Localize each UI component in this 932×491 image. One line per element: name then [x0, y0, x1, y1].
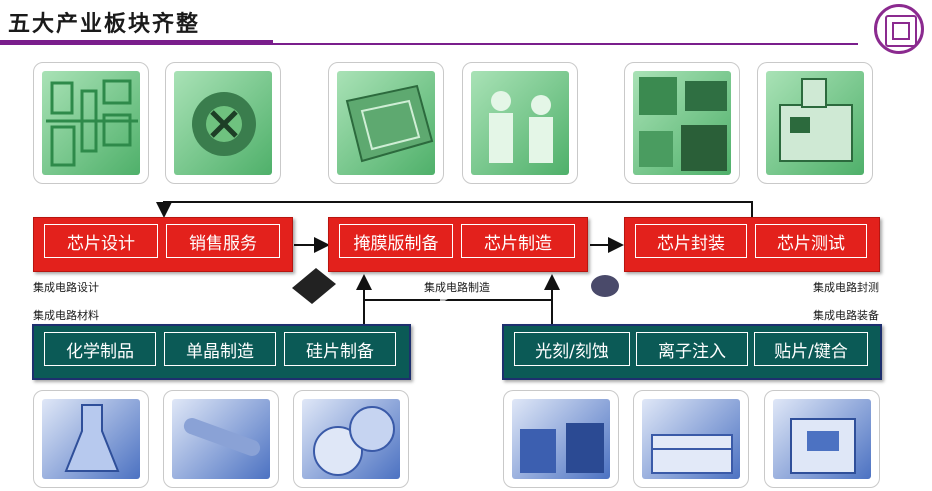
bonding-machine-thumbnail [764, 390, 880, 488]
silicon-wafer-thumbnail [293, 390, 409, 488]
materials-group: 化学制品 单晶制造 硅片制备 [32, 324, 411, 380]
lithography-fab-icon [512, 399, 610, 479]
chip-design-box[interactable]: 芯片设计 [44, 224, 158, 258]
test-equipment-icon [766, 71, 864, 175]
chemical-products-box[interactable]: 化学制品 [44, 332, 156, 366]
chip-manufacturing-box[interactable]: 芯片制造 [461, 224, 575, 258]
ion-implanter-thumbnail [633, 390, 749, 488]
caption-package: 集成电路封测 [813, 281, 879, 294]
chip-layout-thumbnail [33, 62, 149, 184]
gear-tools-icon [174, 71, 272, 175]
caption-equipment: 集成电路装备 [813, 309, 879, 322]
caption-fab: 集成电路制造 [424, 281, 490, 294]
package-group: 芯片封装 芯片测试 [624, 217, 880, 272]
chemical-lab-icon [42, 399, 140, 479]
wafer-machine-icon [337, 71, 435, 175]
bonding-machine-icon [773, 399, 871, 479]
chemical-lab-thumbnail [33, 390, 149, 488]
wafer-silhouette-icon [591, 275, 619, 297]
fab-group: 掩膜版制备 芯片制造 [328, 217, 588, 272]
university-seal-icon [874, 4, 924, 54]
lithography-etch-box[interactable]: 光刻/刻蚀 [514, 332, 630, 366]
caption-materials: 集成电路材料 [33, 309, 99, 322]
chip-layout-icon [42, 71, 140, 175]
wafer-prep-box[interactable]: 硅片制备 [284, 332, 396, 366]
wafer-machine-thumbnail [328, 62, 444, 184]
chip-package-icon [633, 71, 731, 175]
silicon-wafer-icon [302, 399, 400, 479]
ion-implant-box[interactable]: 离子注入 [636, 332, 748, 366]
chip-testing-box[interactable]: 芯片测试 [755, 224, 867, 258]
mask-prep-box[interactable]: 掩膜版制备 [339, 224, 453, 258]
chip-silhouette-icon [292, 268, 336, 304]
bonding-box[interactable]: 贴片/键合 [754, 332, 868, 366]
title-rule [273, 43, 858, 45]
design-group: 芯片设计 销售服务 [33, 217, 293, 272]
gear-tools-thumbnail [165, 62, 281, 184]
silicon-ingot-icon [172, 399, 270, 479]
lithography-fab-thumbnail [503, 390, 619, 488]
page-title: 五大产业板块齐整 [8, 12, 201, 37]
caption-design: 集成电路设计 [33, 281, 99, 294]
play-overlay-icon [440, 266, 470, 304]
chip-package-thumbnail [624, 62, 740, 184]
cleanroom-workers-icon [471, 71, 569, 175]
title-underline [0, 40, 273, 45]
monocrystal-box[interactable]: 单晶制造 [164, 332, 276, 366]
test-equipment-thumbnail [757, 62, 873, 184]
cleanroom-workers-thumbnail [462, 62, 578, 184]
silicon-ingot-thumbnail [163, 390, 279, 488]
chip-packaging-box[interactable]: 芯片封装 [635, 224, 747, 258]
equipment-group: 光刻/刻蚀 离子注入 贴片/键合 [502, 324, 882, 380]
ion-implanter-icon [642, 399, 740, 479]
sales-service-box[interactable]: 销售服务 [166, 224, 280, 258]
